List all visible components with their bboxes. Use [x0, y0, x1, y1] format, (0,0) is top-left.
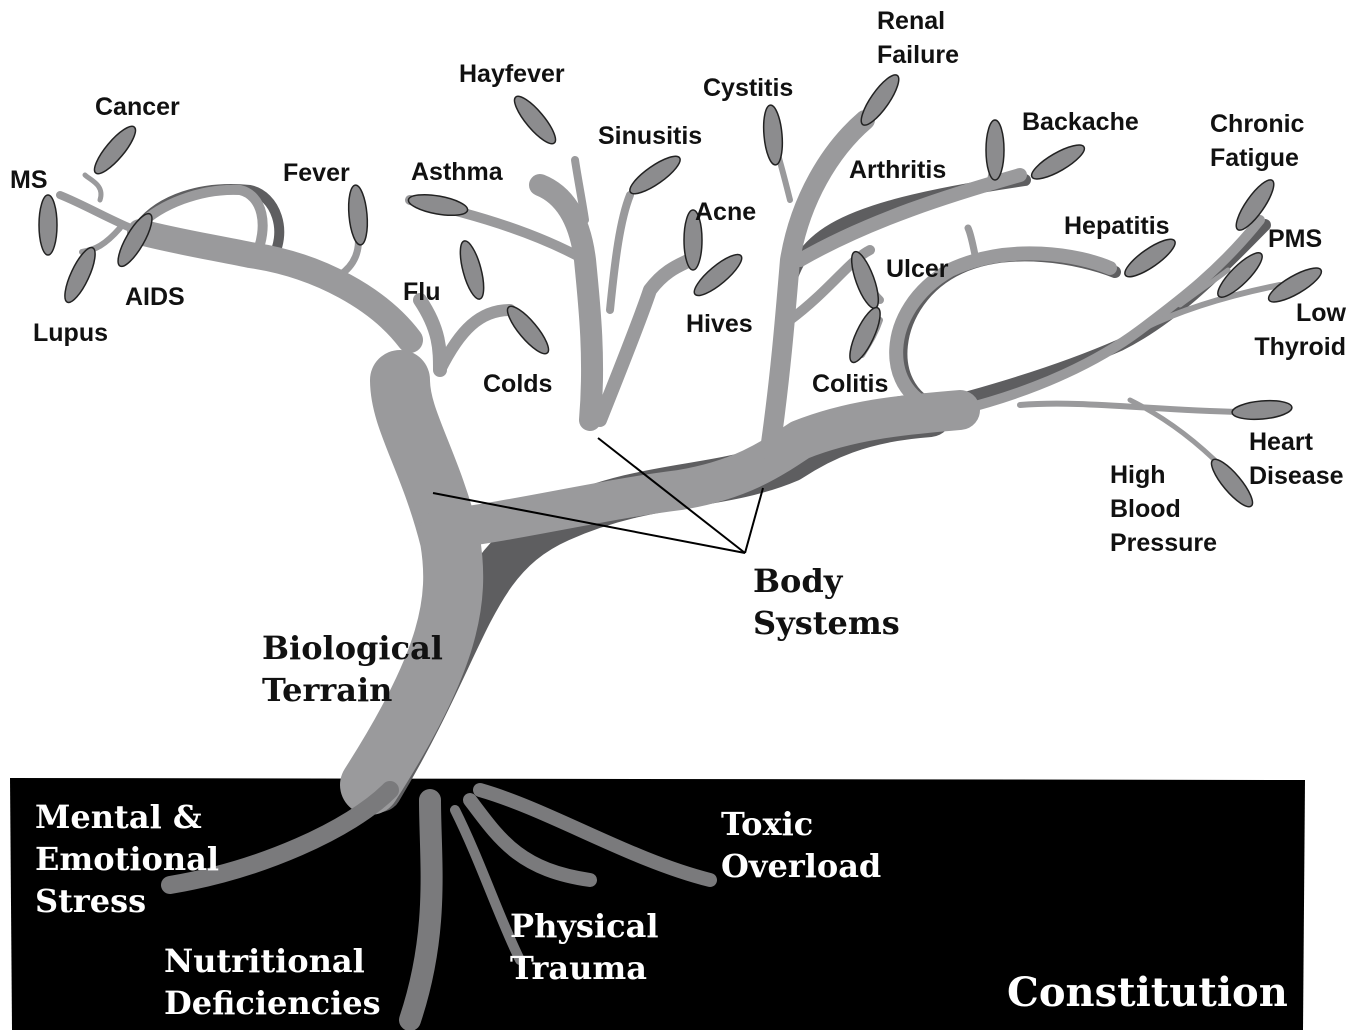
- label-cystitis: Cystitis: [703, 71, 793, 105]
- label-sinusitis: Sinusitis: [598, 119, 702, 153]
- label-colitis: Colitis: [812, 367, 888, 401]
- label-colds: Colds: [483, 367, 552, 401]
- label-pms: PMS: [1268, 222, 1322, 256]
- label-asthma: Asthma: [411, 155, 503, 189]
- label-ulcer: Ulcer: [886, 252, 949, 286]
- label-hayfever: Hayfever: [459, 57, 565, 91]
- label-acne: Acne: [695, 195, 756, 229]
- label-ms: MS: [10, 163, 48, 197]
- label-arthritis: Arthritis: [849, 153, 946, 187]
- label-cancer: Cancer: [95, 90, 180, 124]
- label-hepatitis: Hepatitis: [1064, 209, 1170, 243]
- label-fever: Fever: [283, 156, 350, 190]
- label-aids: AIDS: [125, 280, 185, 314]
- label-constitution: Constitution: [1007, 972, 1288, 1014]
- label-backache: Backache: [1022, 105, 1139, 139]
- label-flu: Flu: [403, 275, 441, 309]
- label-hives: Hives: [686, 307, 753, 341]
- label-lupus: Lupus: [33, 316, 108, 350]
